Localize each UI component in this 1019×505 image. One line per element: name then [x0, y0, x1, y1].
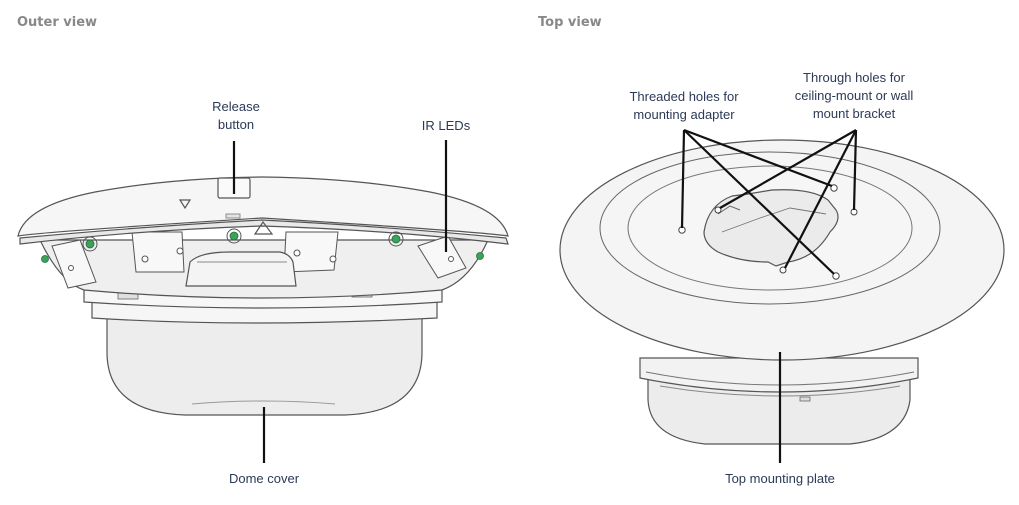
through-hole	[714, 206, 722, 214]
through-hole	[779, 266, 787, 274]
through-holes-callouts	[719, 129, 858, 269]
top-view-device	[559, 139, 1005, 445]
outer-view-title: Outer view	[17, 15, 98, 30]
top-mounting-plate-label: Top mounting plate	[725, 471, 835, 486]
outer-view-callouts	[232, 140, 448, 463]
through-holes-label: Through holes for ceiling-mount or wall …	[794, 70, 914, 121]
outer-view-device	[17, 176, 509, 416]
dome-cover	[106, 304, 423, 416]
ir-leds-label: IR LEDs	[421, 118, 471, 133]
dome-cover-label: Dome cover	[228, 471, 300, 486]
top-rim	[17, 176, 509, 237]
release-button-label: Release button	[212, 99, 260, 132]
threaded-holes-label: Threaded holes for mounting adapter	[629, 89, 739, 122]
threaded-hole	[830, 184, 838, 192]
threaded-hole	[832, 272, 840, 280]
ir-led-group	[41, 231, 484, 263]
threaded-holes-callouts	[680, 128, 835, 275]
top-view-callouts	[680, 128, 858, 463]
top-view-title: Top view	[538, 15, 602, 30]
